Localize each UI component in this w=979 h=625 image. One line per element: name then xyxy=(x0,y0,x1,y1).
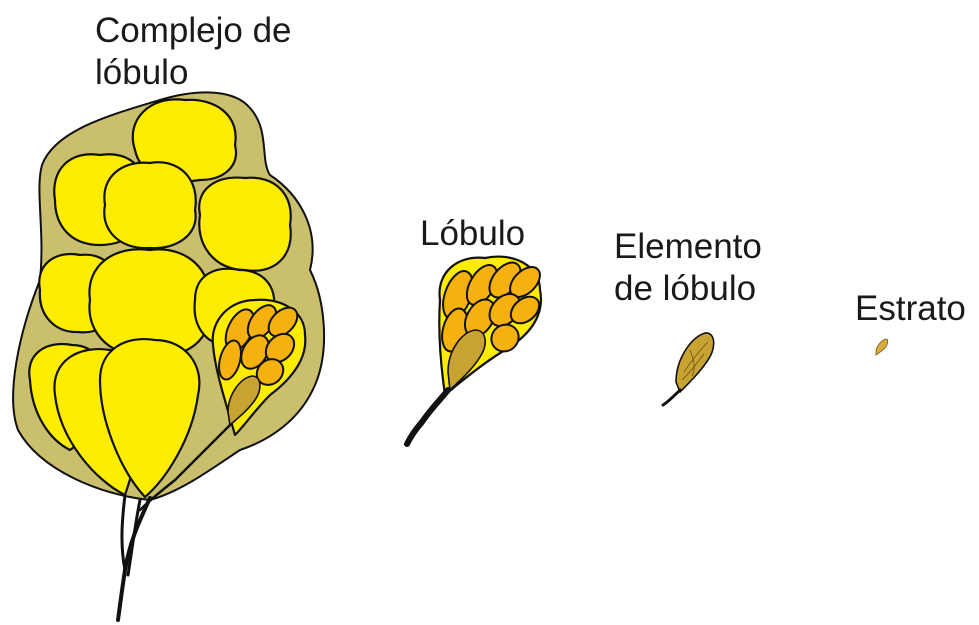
lobe-complex-figure xyxy=(13,92,324,620)
complex-feeder-channel xyxy=(122,495,125,570)
label-bed: Estrato xyxy=(855,289,966,328)
lobe-element-figure xyxy=(663,333,714,405)
lobe-element-body xyxy=(676,333,714,392)
label-lobe-complex-line2: lóbulo xyxy=(95,53,188,92)
label-lobe-element-line1: Elemento xyxy=(614,227,762,266)
bed-shape xyxy=(876,339,888,355)
label-lobe-element-line2: de lóbulo xyxy=(614,269,756,308)
complex-lobe xyxy=(199,178,291,271)
lobe-element-channel xyxy=(663,390,680,405)
label-lobe-complex-line1: Complejo de xyxy=(95,11,292,50)
complex-lobe xyxy=(104,162,196,248)
lobe-figure xyxy=(407,257,546,444)
complex-feeder-channel xyxy=(128,500,140,575)
label-lobe: Lóbulo xyxy=(420,214,525,253)
lobe-feeder-channel xyxy=(407,390,448,444)
bed-figure xyxy=(876,339,888,355)
